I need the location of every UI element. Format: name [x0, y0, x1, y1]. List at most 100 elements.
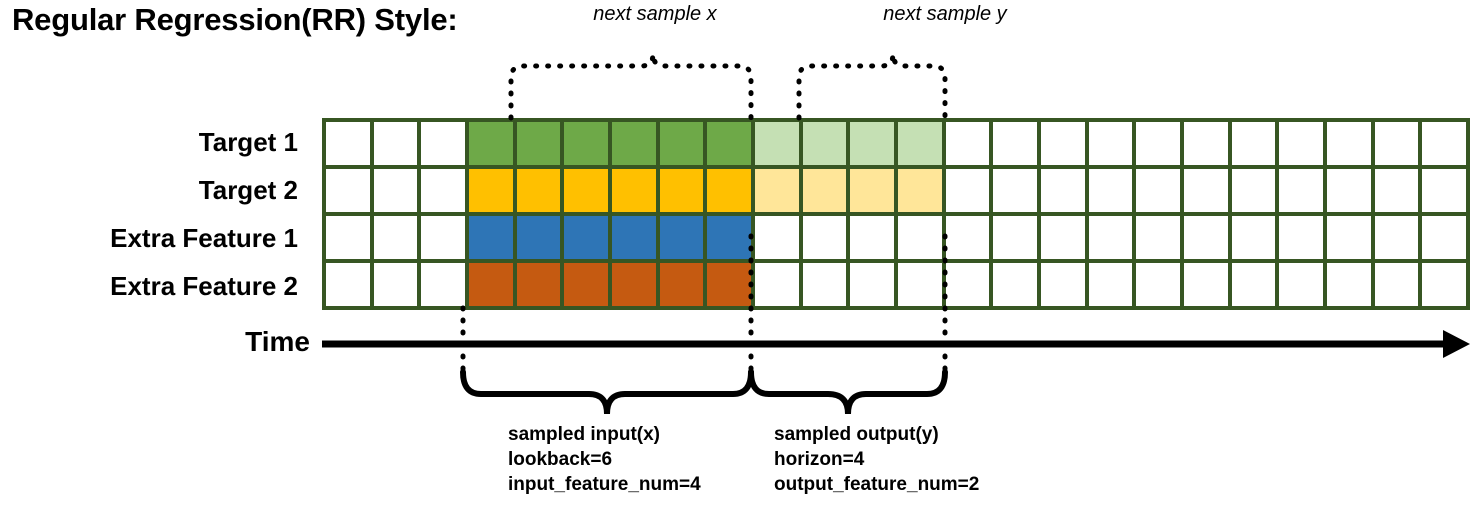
grid-cell-r2-c17-empty: [1088, 169, 1133, 212]
grid-cell-r1-c16-empty: [1041, 122, 1085, 165]
timeline-grid: [322, 118, 1470, 310]
grid-cell-r2-c8-input: [659, 169, 704, 212]
grid-cell-r1-c5-input: [516, 122, 561, 165]
grid-cell-r3-c7-input: [612, 216, 656, 259]
grid-cell-r3-c18-empty: [1136, 216, 1180, 259]
grid-cell-r3-c20-empty: [1231, 216, 1276, 259]
grid-cell-r2-c7-input: [612, 169, 656, 212]
grid-cell-r4-c23-empty: [1374, 263, 1419, 306]
grid-cell-r2-c6-input: [564, 169, 608, 212]
grid-cell-r3-c19-empty: [1184, 216, 1228, 259]
grid-cell-r2-c12-output: [850, 169, 894, 212]
grid-cell-r1-c10-output: [755, 122, 799, 165]
grid-cell-r4-c18-empty: [1136, 263, 1180, 306]
grid-cell-r2-c5-input: [516, 169, 561, 212]
grid-cell-r1-c7-input: [612, 122, 656, 165]
grid-cell-r1-c20-empty: [1231, 122, 1276, 165]
grid-cell-r3-c3-empty: [421, 216, 465, 259]
grid-cell-r1-c15-empty: [993, 122, 1037, 165]
grid-cell-r2-c20-empty: [1231, 169, 1276, 212]
grid-cell-r2-c22-empty: [1327, 169, 1371, 212]
grid-cell-r1-c9-input: [707, 122, 751, 165]
grid-cell-r1-c23-empty: [1374, 122, 1419, 165]
dotted-brace-next-sample-y: [796, 53, 948, 121]
grid-cell-r4-c12-empty: [850, 263, 894, 306]
grid-cell-r2-c11-output: [802, 169, 847, 212]
time-axis-arrowhead: [1443, 330, 1470, 358]
row-label-extra-feature-1: Extra Feature 1: [110, 223, 298, 253]
annotation-next-sample-x: next sample x: [593, 3, 717, 25]
row-label-column: Target 1 Target 2 Extra Feature 1 Extra …: [0, 118, 310, 310]
grid-cell-r4-c22-empty: [1327, 263, 1371, 306]
time-axis-label: Time: [245, 326, 310, 357]
grid-cell-r3-c9-input: [707, 216, 751, 259]
page-title: Regular Regression(RR) Style:: [12, 2, 458, 37]
grid-cell-r2-c13-output: [898, 169, 942, 212]
grid-cell-r4-c7-input: [612, 263, 656, 306]
grid-cell-r2-c3-empty: [421, 169, 465, 212]
grid-cell-r3-c16-empty: [1041, 216, 1085, 259]
grid-cell-r1-c24-empty: [1422, 122, 1466, 165]
grid-cell-r3-c6-input: [564, 216, 608, 259]
grid-cell-r1-c2-empty: [373, 122, 418, 165]
grid-cell-r3-c12-empty: [850, 216, 894, 259]
grid-cell-r1-c6-input: [564, 122, 608, 165]
grid-cell-r1-c18-empty: [1136, 122, 1180, 165]
grid-cell-r2-c16-empty: [1041, 169, 1085, 212]
dotted-brace-next-sample-x: [508, 53, 754, 121]
row-label-target-1: Target 1: [198, 127, 298, 157]
grid-cell-r2-c23-empty: [1374, 169, 1419, 212]
grid-cell-r2-c2-empty: [373, 169, 418, 212]
grid-cell-r3-c21-empty: [1279, 216, 1323, 259]
grid-cell-r4-c1-empty: [326, 263, 370, 306]
caption-output-line-1: sampled output(y): [774, 424, 939, 445]
brace-sampled-output: [748, 369, 948, 415]
grid-cell-r1-c17-empty: [1088, 122, 1133, 165]
caption-sampled-output: sampled output(y) horizon=4 output_featu…: [774, 422, 979, 497]
grid-cell-r1-c19-empty: [1184, 122, 1228, 165]
grid-cell-r4-c4-input: [469, 263, 513, 306]
annotation-next-sample-y: next sample y: [883, 3, 1007, 25]
grid-cell-r1-c13-output: [898, 122, 942, 165]
grid-cell-r4-c5-input: [516, 263, 561, 306]
grid-cell-r4-c14-empty: [945, 263, 990, 306]
grid-cell-r3-c4-input: [469, 216, 513, 259]
grid-cell-r1-c11-output: [802, 122, 847, 165]
grid-cell-r3-c15-empty: [993, 216, 1037, 259]
grid-cell-r3-c11-empty: [802, 216, 847, 259]
grid-cell-r1-c3-empty: [421, 122, 465, 165]
grid-cell-r2-c21-empty: [1279, 169, 1323, 212]
grid-cell-r4-c15-empty: [993, 263, 1037, 306]
grid-cell-r1-c12-output: [850, 122, 894, 165]
grid-cell-r4-c11-empty: [802, 263, 847, 306]
caption-input-line-1: sampled input(x): [508, 424, 661, 445]
grid-cell-r2-c9-input: [707, 169, 751, 212]
grid-cell-r4-c21-empty: [1279, 263, 1323, 306]
grid-cell-r3-c13-empty: [898, 216, 942, 259]
row-label-extra-feature-2: Extra Feature 2: [110, 271, 298, 301]
grid-cell-r2-c18-empty: [1136, 169, 1180, 212]
grid-cell-r3-c23-empty: [1374, 216, 1419, 259]
grid-cell-r3-c14-empty: [945, 216, 990, 259]
grid-cell-r4-c6-input: [564, 263, 608, 306]
grid-cell-r4-c2-empty: [373, 263, 418, 306]
grid-cell-r3-c2-empty: [373, 216, 418, 259]
grid-cell-r2-c24-empty: [1422, 169, 1466, 212]
grid-cell-r1-c4-input: [469, 122, 513, 165]
grid-cell-r3-c8-input: [659, 216, 704, 259]
grid-cell-r3-c22-empty: [1327, 216, 1371, 259]
grid-cell-r4-c20-empty: [1231, 263, 1276, 306]
grid-cell-r4-c3-empty: [421, 263, 465, 306]
caption-output-line-2: horizon=4: [774, 449, 865, 470]
brace-sampled-input: [460, 369, 754, 415]
grid-cell-r3-c5-input: [516, 216, 561, 259]
grid-cell-r2-c4-input: [469, 169, 513, 212]
caption-sampled-input: sampled input(x) lookback=6 input_featur…: [508, 422, 701, 497]
caption-output-line-3: output_feature_num=2: [774, 474, 980, 495]
grid-cell-r1-c21-empty: [1279, 122, 1323, 165]
grid-cell-r3-c10-empty: [755, 216, 799, 259]
grid-cell-r1-c1-empty: [326, 122, 370, 165]
grid-cell-r3-c1-empty: [326, 216, 370, 259]
grid-cell-r4-c9-input: [707, 263, 751, 306]
